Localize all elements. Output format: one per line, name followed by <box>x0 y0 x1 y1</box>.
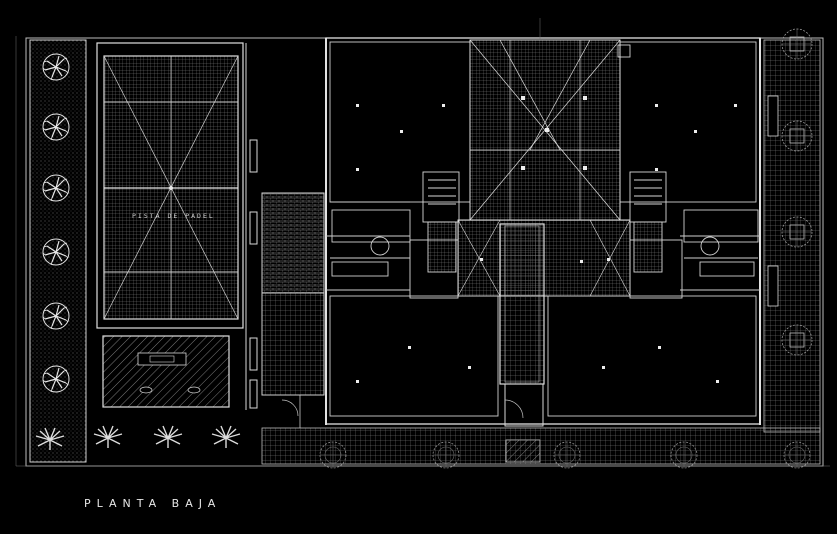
patio-area <box>102 335 230 408</box>
unit-lower-right <box>547 257 758 417</box>
unit-lower-left <box>329 257 499 417</box>
access-strip <box>261 192 325 428</box>
garden-strip <box>29 39 87 463</box>
central-corridor <box>499 223 545 463</box>
light-fixtures <box>356 96 737 383</box>
drawing-title: PLANTA BAJA <box>84 497 222 510</box>
court-label: PISTA DE PADEL <box>132 212 215 220</box>
palm-row <box>93 425 241 449</box>
padel-court <box>96 42 244 329</box>
stair-core-right <box>629 171 683 299</box>
stair-core-left <box>409 171 460 299</box>
dimension-lines <box>15 18 830 467</box>
east-west-gallery <box>326 235 760 291</box>
east-terrace <box>763 28 821 433</box>
south-sidewalk <box>261 427 821 469</box>
side-walls <box>245 43 258 410</box>
